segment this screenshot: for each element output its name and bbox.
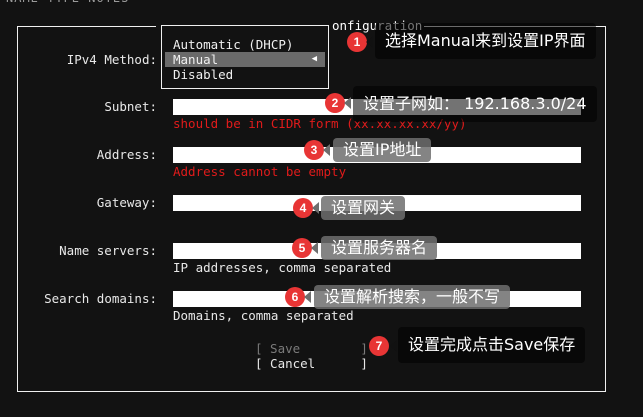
option-manual-label: Manual	[173, 52, 219, 67]
callout-pointer-icon	[323, 144, 330, 156]
ipv4-method-dropdown[interactable]: Automatic (DHCP) Manual ◀ Disabled	[161, 25, 329, 89]
annotation-callout-1: 选择Manual来到设置IP界面	[375, 23, 596, 59]
address-label: Address:	[96, 147, 157, 162]
name-servers-hint: IP addresses, comma separated	[173, 260, 392, 275]
annotation-callout-5: 设置服务器名	[321, 236, 438, 260]
annotation-badge-3: 3	[304, 140, 324, 160]
callout-pointer-icon	[311, 242, 318, 254]
annotation-callout-4: 设置网关	[321, 196, 406, 220]
option-automatic-dhcp[interactable]: Automatic (DHCP)	[173, 37, 294, 52]
cancel-button[interactable]: [ Cancel ]	[255, 356, 368, 371]
address-error: Address cannot be empty	[173, 164, 347, 179]
column-header-line: NAME TYPE NOTES	[6, 0, 129, 5]
search-domains-label: Search domains:	[44, 291, 157, 306]
annotation-badge-7: 7	[369, 336, 389, 356]
callout-pointer-icon	[390, 340, 397, 352]
callout-pointer-icon	[304, 291, 311, 303]
name-servers-label: Name servers:	[59, 243, 157, 258]
callout-pointer-icon	[312, 202, 319, 214]
save-button[interactable]: [ Save ]	[255, 341, 368, 356]
annotation-badge-5: 5	[292, 238, 312, 258]
selected-arrow-icon: ◀	[311, 54, 317, 64]
annotation-callout-6: 设置解析搜索，一般不写	[314, 285, 511, 309]
callout-pointer-icon	[344, 97, 351, 109]
annotation-badge-2: 2	[325, 93, 345, 113]
option-manual[interactable]: Manual ◀	[165, 52, 325, 67]
callout-pointer-icon	[366, 36, 373, 48]
ipv4-method-label: IPv4 Method:	[66, 52, 157, 67]
annotation-callout-2: 设置子网如： 192.168.3.0/24	[353, 86, 597, 122]
search-domains-hint: Domains, comma separated	[173, 308, 354, 323]
annotation-callout-7: 设置完成点击Save保存	[398, 327, 586, 363]
subnet-label: Subnet:	[104, 99, 157, 114]
annotation-badge-1: 1	[347, 32, 367, 52]
annotation-badge-4: 4	[293, 198, 313, 218]
gateway-label: Gateway:	[96, 195, 157, 210]
annotation-badge-6: 6	[285, 287, 305, 307]
option-disabled[interactable]: Disabled	[173, 67, 234, 82]
annotation-callout-3: 设置IP地址	[333, 138, 432, 162]
